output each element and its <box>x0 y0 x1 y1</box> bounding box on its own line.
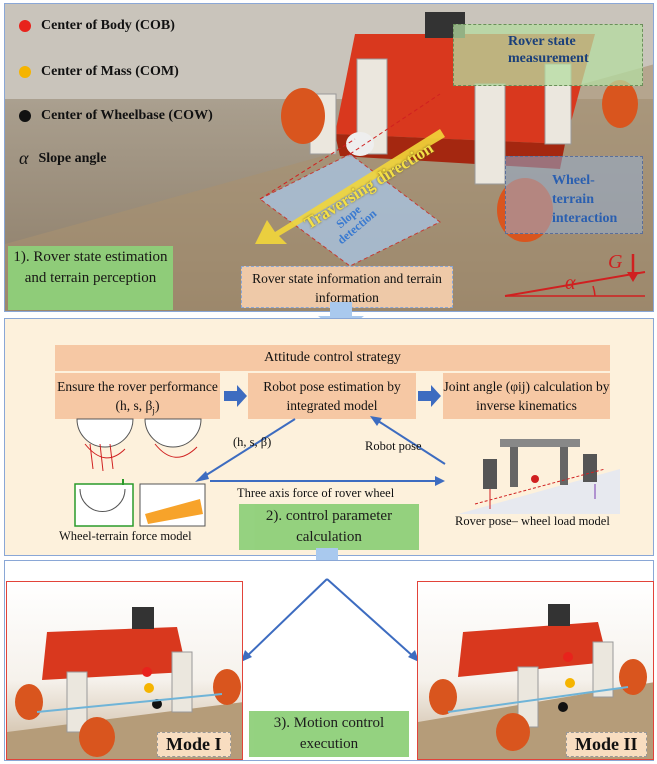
rover-pose-wheel-load-caption: Rover pose– wheel load model <box>455 514 610 528</box>
legend-cob: Center of Body (COB) <box>19 18 175 34</box>
mode2-photo: Mode II <box>417 581 654 760</box>
red-dot-icon <box>19 20 31 32</box>
legend-slope: α Slope angle <box>19 148 107 168</box>
wheel-terrain-interaction-tag: Wheel-terrain interaction <box>505 156 643 234</box>
gravity-symbol: G <box>608 251 623 273</box>
three-axis-force-label: Three axis force of rover wheel <box>237 486 395 500</box>
joint-angle-box: Joint angle (φij) calculation by inverse… <box>443 373 610 419</box>
rover-mode1-illustration <box>7 607 242 759</box>
step3-box: 3). Motion control execution <box>249 711 409 757</box>
alpha-symbol: α <box>19 148 29 168</box>
mode-branch-arrows <box>241 578 419 662</box>
mode1-photo: Mode I <box>6 581 243 760</box>
legend-cow: Center of Wheelbase (COW) <box>19 108 213 124</box>
mode1-label: Mode I <box>157 732 231 757</box>
perception-panel: Center of Body (COB) Center of Mass (COM… <box>4 3 654 312</box>
legend-com: Center of Mass (COM) <box>19 64 179 80</box>
slope-alpha-symbol: α <box>565 272 576 294</box>
wheel-terrain-sketch <box>74 418 206 527</box>
yellow-dot-icon <box>19 66 31 78</box>
step1-box: 1). Rover state estimation and terrain p… <box>8 246 173 310</box>
mode2-label: Mode II <box>566 732 647 757</box>
wheel-terrain-force-caption: Wheel-terrain force model <box>59 529 192 543</box>
control-parameter-panel: Attitude control strategy Ensure the rov… <box>4 318 654 556</box>
step2-box: 2). control parameter calculation <box>239 504 419 550</box>
black-dot-icon <box>19 110 31 122</box>
flow-arrows <box>74 385 620 527</box>
state-info-box: Rover state information and terrain info… <box>241 266 453 308</box>
rover-pose-sketch <box>458 439 620 514</box>
hsb-label: (h, s, β) <box>233 435 272 449</box>
rover-state-measurement-tag: Rover state measurement <box>453 24 643 86</box>
performance-box: Ensure the rover performance (h, s, βj) <box>55 373 220 419</box>
motion-execution-panel: Mode I Mode II 3). Motion control execut… <box>4 560 654 761</box>
strategy-header: Attitude control strategy <box>55 345 610 371</box>
pose-estimation-box: Robot pose estimation by integrated mode… <box>248 373 416 419</box>
robot-pose-label: Robot pose <box>365 439 422 453</box>
